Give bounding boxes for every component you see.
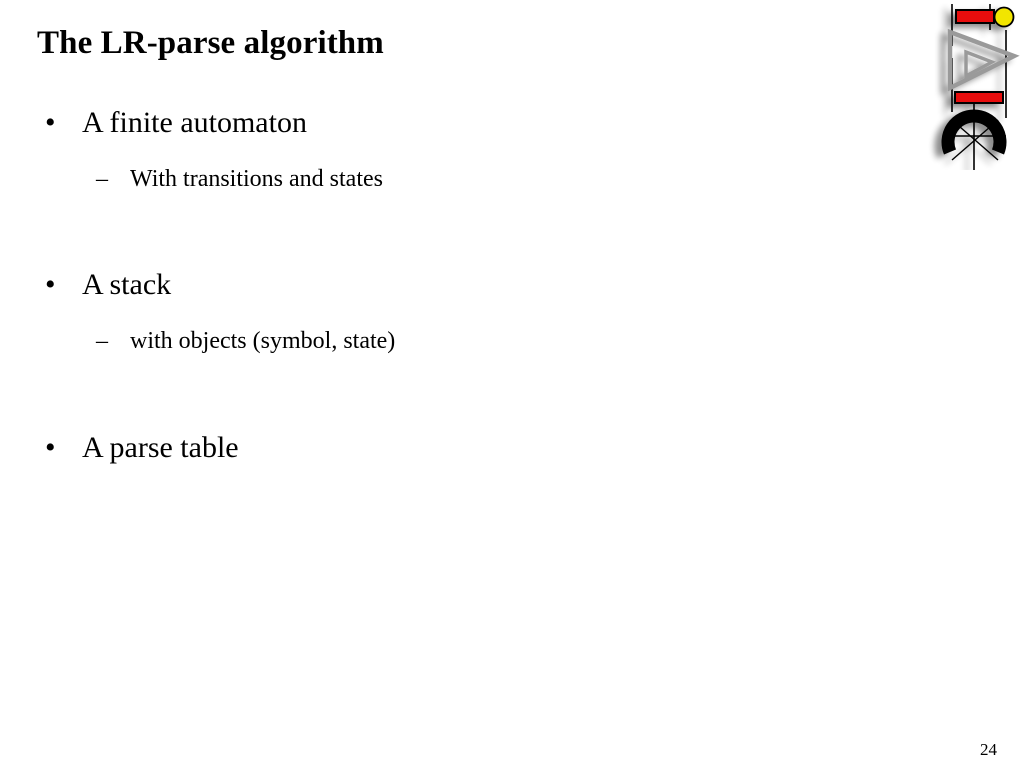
spacer [0, 146, 900, 167]
black-arc-icon [941, 109, 1007, 155]
institution-logo [928, 0, 1024, 170]
triangle-arrow-icon [947, 28, 1020, 92]
dash-marker-icon: – [96, 166, 108, 192]
spacer [0, 359, 900, 433]
spacer [0, 197, 900, 270]
bullet-item: • A stack [0, 270, 900, 308]
spacer [0, 308, 900, 329]
bullet-text: A finite automaton [82, 106, 307, 139]
bullet-item: • A parse table [0, 433, 900, 471]
bullet-group-3: • A parse table [0, 433, 900, 471]
sub-bullet-item: – with objects (symbol, state) [0, 329, 900, 359]
yellow-circle-icon [993, 6, 1015, 28]
bullet-marker-icon: • [45, 106, 56, 139]
bullet-text: A parse table [82, 431, 239, 464]
bullet-group-1: • A finite automaton – With transitions … [0, 108, 900, 197]
red-bar-top-icon [955, 9, 995, 24]
sub-bullet-text: With transitions and states [130, 166, 383, 192]
bullet-text: A stack [82, 268, 172, 301]
slide-body: • A finite automaton – With transitions … [0, 108, 900, 471]
sub-bullet-item: – With transitions and states [0, 167, 900, 197]
bullet-marker-icon: • [45, 431, 56, 464]
page-title: The LR-parse algorithm [37, 25, 384, 61]
red-bar-middle-icon [954, 91, 1004, 104]
bullet-item: • A finite automaton [0, 108, 900, 146]
sub-bullet-text: with objects (symbol, state) [130, 328, 396, 354]
page-number: 24 [980, 740, 997, 759]
dash-marker-icon: – [96, 328, 108, 354]
bullet-marker-icon: • [45, 268, 56, 301]
crosshair-lines-icon [944, 119, 1006, 161]
bullet-group-2: • A stack – with objects (symbol, state) [0, 270, 900, 359]
